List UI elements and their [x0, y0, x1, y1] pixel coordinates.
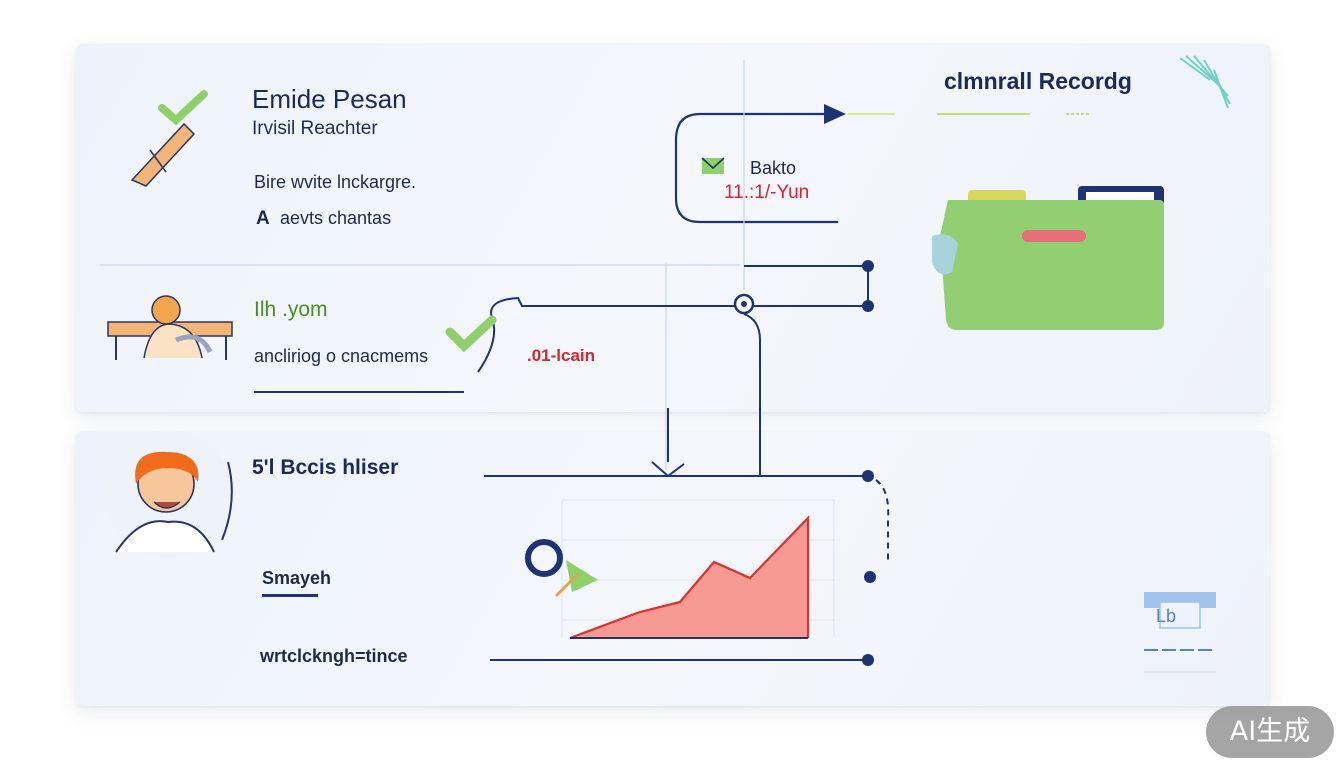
section-label: Ilh .yom — [254, 298, 328, 321]
person-title: Emide Pesan — [252, 84, 407, 114]
detail-prefix: A — [256, 208, 270, 229]
note-label: Bakto — [750, 158, 797, 178]
bottom-line-underline — [262, 594, 318, 597]
section-tag: .01-lcain — [527, 346, 596, 365]
detail-line-2: aevts chantas — [280, 208, 392, 228]
badge-text: Lb — [1156, 606, 1177, 626]
bottom-line-2: wrtclckngh=tince — [260, 646, 408, 666]
detail-line-1: Bire wvite lnckargre. — [254, 172, 417, 192]
section-body: ancliriog o cnacmems — [254, 346, 429, 366]
bottom-title: 5'l Bccis hliser — [252, 456, 399, 479]
header-right-title: clmnrall Recordg — [944, 68, 1132, 94]
watermark-badge: AI生成 — [1206, 706, 1334, 758]
note-date: 11.:1/-Yun — [724, 182, 810, 203]
section-underline — [254, 391, 464, 393]
bottom-line-1: Smayeh — [262, 568, 332, 588]
person-subtitle: Irvisil Reachter — [252, 118, 378, 139]
